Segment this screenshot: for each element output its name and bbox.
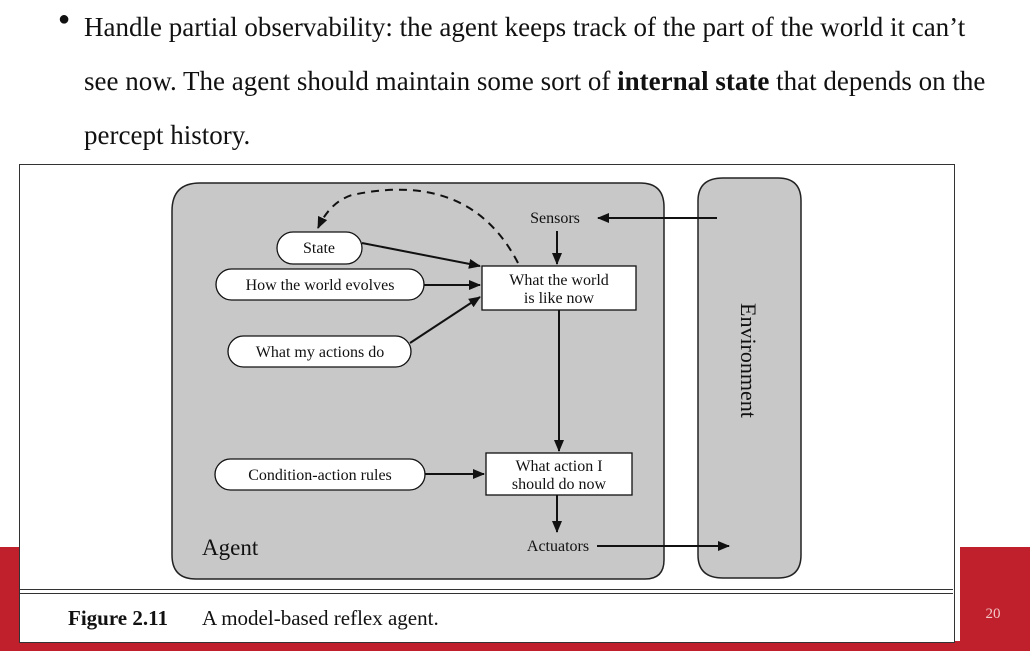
state-node	[276, 231, 363, 265]
world-to-state-dashed-arrow	[317, 188, 519, 264]
sensors-label: Sensors	[530, 210, 580, 227]
condition-action-rules-label: Condition-action rules	[248, 467, 392, 484]
bullet-text-start: Handle partial observability: the agent …	[84, 12, 966, 96]
agent-label: Agent	[202, 535, 259, 560]
bullet-text-end: that depends on the percept history.	[84, 66, 986, 150]
state-to-world-arrow	[361, 242, 481, 269]
what-my-actions-do-node	[227, 335, 412, 368]
state-label: State	[303, 240, 335, 257]
environment-panel	[697, 177, 802, 579]
right-accent-bar	[960, 547, 1030, 651]
agent-panel	[171, 182, 665, 580]
bullet-text: Handle partial observability: the agent …	[84, 0, 1004, 162]
left-accent-bar	[0, 547, 19, 651]
what-my-actions-do-label: What my actions do	[256, 344, 384, 361]
actuators-label: Actuators	[527, 538, 589, 555]
figure-label: Figure 2.11	[68, 606, 168, 630]
world-state-line1: What the world	[509, 272, 609, 289]
actions-to-world-arrow	[409, 296, 481, 344]
world-state-box	[481, 265, 637, 311]
action-decision-line1: What action I	[515, 458, 602, 475]
action-decision-line2: should do now	[512, 476, 607, 493]
caption-divider-bottom	[19, 593, 953, 594]
page-number: 20	[985, 606, 1001, 622]
bottom-accent-bar	[0, 641, 1030, 651]
environment-label: Environment	[736, 303, 761, 418]
figure-caption: Figure 2.11 A model-based reflex agent.	[68, 606, 439, 631]
caption-divider-top	[19, 589, 953, 590]
how-world-evolves-label: How the world evolves	[246, 277, 395, 294]
bullet-bold-term: internal state	[617, 66, 770, 96]
bullet-dot: ●	[58, 8, 71, 30]
world-state-line2: is like now	[524, 290, 595, 307]
figure-caption-text: A model-based reflex agent.	[201, 606, 439, 630]
action-decision-box	[485, 452, 633, 496]
